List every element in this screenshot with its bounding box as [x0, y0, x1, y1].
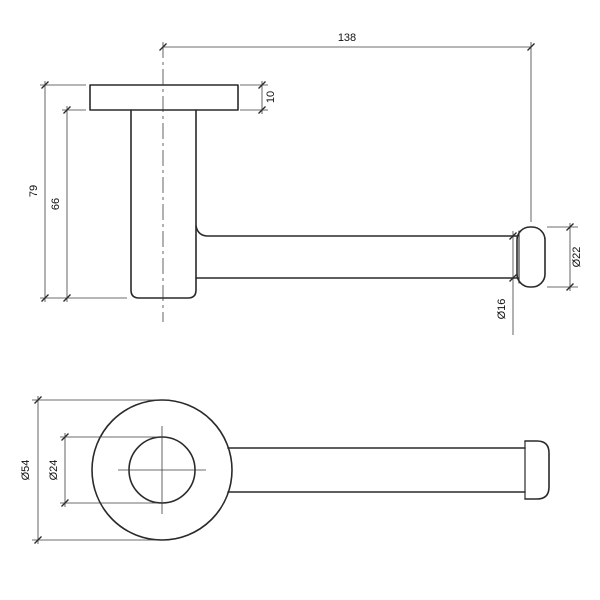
dim-tick: [34, 396, 42, 404]
dim-hub-diameter: Ø24: [48, 433, 158, 507]
dim-tick: [527, 43, 535, 51]
dim-tick: [34, 536, 42, 544]
dim-post-height: 66: [50, 106, 86, 302]
dim-end-cap-diameter: Ø22: [547, 223, 583, 291]
dim-overall-height: 79: [28, 81, 127, 302]
dim-tick: [63, 106, 71, 114]
dim-tick: [61, 433, 69, 441]
dim-label-end-cap-diameter: Ø22: [571, 247, 583, 268]
dim-arm-diameter: Ø16: [496, 231, 517, 335]
dim-tick: [61, 499, 69, 507]
dim-label-post-height: 66: [50, 198, 62, 210]
dim-label-flange-thickness: 10: [265, 91, 277, 103]
side-view: 138 10 79: [28, 32, 583, 335]
dim-label-arm-length: 138: [338, 32, 356, 44]
dim-tick: [566, 283, 574, 291]
dim-tick: [63, 294, 71, 302]
dim-flange-thickness: 10: [240, 81, 277, 114]
dim-tick: [258, 81, 266, 89]
dim-label-hub-diameter: Ø24: [48, 460, 60, 481]
flange-outline-circle: [91, 399, 233, 541]
end-cap-profile-front: [524, 440, 550, 500]
dim-flange-diameter: Ø54: [20, 396, 158, 544]
dim-tick: [159, 43, 167, 51]
dim-label-overall-height: 79: [28, 185, 40, 197]
arm-top-line: [195, 225, 518, 237]
dim-arm-length: 138: [159, 32, 535, 222]
dim-label-flange-diameter: Ø54: [20, 460, 32, 481]
mounting-post-profile: [130, 109, 197, 299]
end-cap-profile: [516, 226, 546, 288]
front-view: Ø54 Ø24: [20, 396, 550, 544]
dim-label-arm-diameter: Ø16: [496, 299, 508, 320]
dim-tick: [41, 81, 49, 89]
dim-tick: [509, 274, 517, 282]
dim-tick: [41, 294, 49, 302]
dim-tick: [509, 232, 517, 240]
dim-tick: [258, 106, 266, 114]
wall-flange-profile: [89, 84, 239, 111]
dim-tick: [566, 223, 574, 231]
